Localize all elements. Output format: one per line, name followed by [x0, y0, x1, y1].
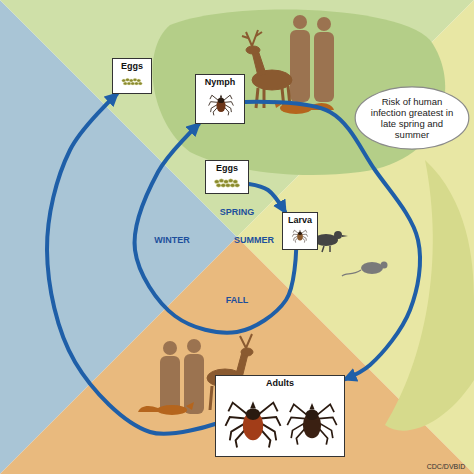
- stage-name: Nymph: [205, 77, 236, 88]
- egg-cluster: [214, 179, 239, 187]
- stage-box: Nymph: [195, 74, 245, 124]
- stage-name: Eggs: [121, 61, 143, 72]
- season-label: FALL: [226, 295, 249, 305]
- adult-female-tick: [225, 401, 280, 447]
- stage-box: Adults: [215, 375, 345, 457]
- stage-name: Adults: [266, 378, 294, 389]
- stage-box: Eggs: [205, 160, 249, 194]
- season-label: WINTER: [154, 235, 190, 245]
- fox-silhouette: [138, 402, 194, 415]
- cycle-arrow: [135, 124, 297, 333]
- human-silhouette: [290, 15, 334, 102]
- human-silhouette: [160, 339, 204, 414]
- mouse-silhouette: [342, 262, 388, 277]
- egg-cluster: [122, 78, 142, 85]
- stage-box: Eggs: [112, 58, 152, 94]
- stage-box: Larva: [282, 212, 318, 250]
- cycle-arrow: [249, 184, 285, 212]
- cycle-arrow: [47, 94, 215, 434]
- season-label: SUMMER: [234, 235, 274, 245]
- deer-silhouette: [242, 30, 292, 108]
- larva-tick: [292, 230, 307, 243]
- adult-male-tick: [287, 403, 336, 445]
- callout-text: Risk of human infection greatest in late…: [370, 96, 454, 140]
- callout-ellipse: Risk of human infection greatest in late…: [354, 86, 470, 150]
- nymph-tick: [209, 95, 234, 116]
- season-label: SPRING: [220, 207, 255, 217]
- credit-text: CDC/DVBID: [427, 463, 466, 470]
- stage-name: Larva: [288, 215, 312, 226]
- stage-name: Eggs: [216, 163, 238, 174]
